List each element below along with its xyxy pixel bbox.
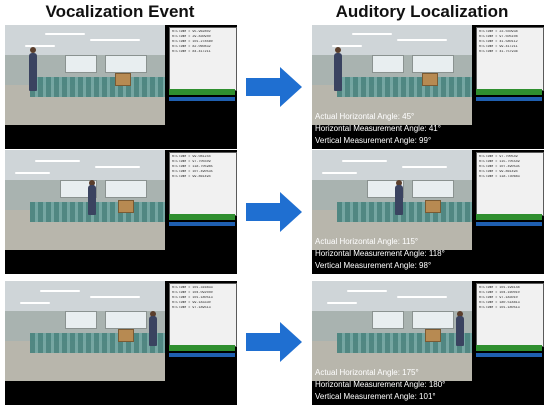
log-panel: RTCTime = 95.962802 RTCTime = 29.830940 … xyxy=(169,27,237,91)
microphone-array-box xyxy=(115,73,131,86)
vertical-measurement-angle: Vertical Measurement Angle: 98° xyxy=(315,261,432,270)
title-vocalization-event: Vocalization Event xyxy=(45,2,195,21)
log-panel: RTCTime = 99.081244 RTCTime = 97.705509 … xyxy=(169,152,237,216)
actual-horizontal-angle: Actual Horizontal Angle: 175° xyxy=(315,368,419,377)
taskbar xyxy=(476,222,542,226)
arrow-right-icon xyxy=(246,322,302,362)
microphone-array-box xyxy=(422,73,438,86)
localization-frame-2: RTCTime = 97.700549 RTCTime = 115.705549… xyxy=(312,150,544,274)
speaker-person xyxy=(334,53,342,91)
localization-frame-1: RTCTime = 23.550938 RTCTime = 97.505108 … xyxy=(312,25,544,149)
taskbar xyxy=(169,222,235,226)
speaker-person xyxy=(29,53,37,91)
taskbar xyxy=(476,97,542,101)
microphone-array-box xyxy=(118,329,134,342)
classroom-scene xyxy=(312,281,472,381)
actual-horizontal-angle: Actual Horizontal Angle: 115° xyxy=(315,237,419,246)
speaker-person xyxy=(456,316,464,346)
angle-readout: Actual Horizontal Angle: 175° Horizontal… xyxy=(315,367,475,403)
log-panel: RTCTime = 101.196148 RTCTime = 104.16001… xyxy=(476,283,544,347)
vocalization-frame-1: RTCTime = 95.962802 RTCTime = 29.830940 … xyxy=(5,25,237,149)
microphone-array-box xyxy=(118,200,134,213)
horizontal-measurement-angle: Horizontal Measurement Angle: 118° xyxy=(315,249,445,258)
microphone-array-box xyxy=(425,200,441,213)
classroom-scene xyxy=(5,25,165,125)
status-bar xyxy=(169,214,235,220)
actual-horizontal-angle: Actual Horizontal Angle: 45° xyxy=(315,112,415,121)
status-bar xyxy=(476,89,542,95)
taskbar xyxy=(169,353,235,357)
horizontal-measurement-angle: Horizontal Measurement Angle: 41° xyxy=(315,124,441,133)
status-bar xyxy=(476,345,542,351)
vertical-measurement-angle: Vertical Measurement Angle: 99° xyxy=(315,136,432,145)
status-bar xyxy=(169,345,235,351)
classroom-scene xyxy=(312,150,472,250)
vocalization-frame-2: RTCTime = 99.081244 RTCTime = 97.705509 … xyxy=(5,150,237,274)
angle-readout: Actual Horizontal Angle: 115° Horizontal… xyxy=(315,236,475,272)
angle-readout: Actual Horizontal Angle: 45° Horizontal … xyxy=(315,111,475,147)
vocalization-frame-3: RTCTime = 101.316833 RTCTime = 104.09204… xyxy=(5,281,237,405)
status-bar xyxy=(476,214,542,220)
taskbar xyxy=(476,353,542,357)
speaker-person xyxy=(395,185,403,215)
arrow-right-icon xyxy=(246,67,302,107)
speaker-person xyxy=(88,185,96,215)
status-bar xyxy=(169,89,235,95)
horizontal-measurement-angle: Horizontal Measurement Angle: 180° xyxy=(315,380,446,389)
microphone-array-box xyxy=(425,329,441,342)
speaker-person xyxy=(149,316,157,346)
classroom-scene xyxy=(5,150,165,250)
arrow-right-icon xyxy=(246,192,302,232)
log-panel: RTCTime = 23.550938 RTCTime = 97.505108 … xyxy=(476,27,544,91)
title-auditory-localization: Auditory Localization xyxy=(335,2,509,21)
localization-frame-3: RTCTime = 101.196148 RTCTime = 104.16001… xyxy=(312,281,544,405)
taskbar xyxy=(169,97,235,101)
log-panel: RTCTime = 97.700549 RTCTime = 115.705549… xyxy=(476,152,544,216)
log-panel: RTCTime = 101.316833 RTCTime = 104.09204… xyxy=(169,283,237,347)
vertical-measurement-angle: Vertical Measurement Angle: 101° xyxy=(315,392,436,401)
classroom-scene xyxy=(312,25,472,125)
classroom-scene xyxy=(5,281,165,381)
